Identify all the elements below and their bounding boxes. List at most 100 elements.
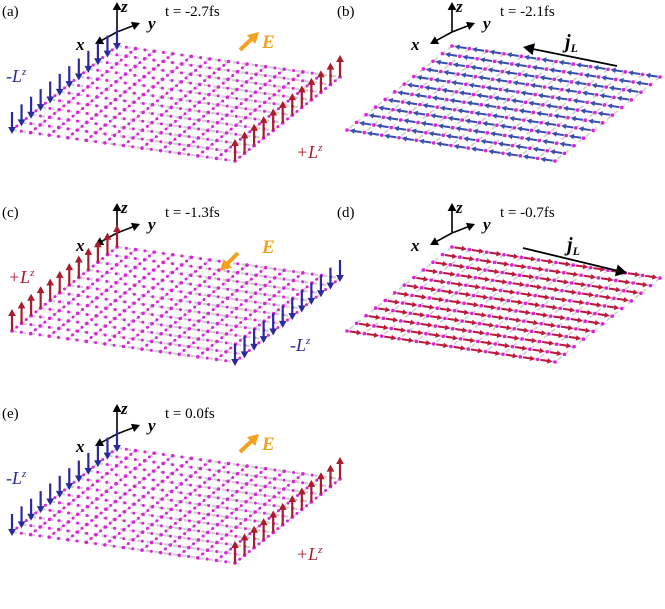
current-bond-arrow: [514, 62, 527, 68]
lattice-site: [38, 123, 42, 127]
lattice-site: [43, 521, 47, 525]
lattice-site: [575, 309, 580, 313]
lattice-site: [577, 291, 582, 295]
lattice-site: [248, 331, 252, 335]
lattice-site: [96, 68, 100, 72]
current-bond-arrow-head: [445, 52, 451, 58]
lz-down-arrow: [46, 81, 55, 104]
lattice-site: [127, 104, 131, 108]
lattice-site: [123, 282, 127, 286]
lz-down-arrow-head: [36, 506, 45, 514]
y-axis-label: y: [481, 14, 491, 33]
current-bond-arrow: [471, 248, 485, 254]
current-bond-arrow-shaft: [616, 297, 625, 301]
current-bond-arrow-shaft: [606, 305, 616, 309]
lattice-site: [150, 514, 154, 518]
current-bond-arrow-shaft: [579, 64, 589, 68]
lattice-site: [170, 252, 175, 257]
lattice-site: [225, 113, 229, 117]
lattice-site: [454, 291, 459, 295]
lattice-site: [140, 128, 145, 133]
lattice-site: [94, 140, 98, 144]
lattice-site: [56, 326, 61, 331]
lattice-site: [244, 89, 248, 93]
current-bond-arrow-shaft: [384, 335, 393, 339]
lattice-site: [90, 117, 94, 121]
lattice-site: [89, 537, 93, 541]
lattice-site: [489, 296, 493, 300]
lattice-site: [467, 247, 472, 252]
current-bond-arrow-shaft: [493, 132, 503, 136]
current-bond-arrow-head: [514, 62, 520, 68]
lattice-site: [160, 278, 165, 283]
current-bond-arrow: [587, 118, 601, 125]
current-bond-arrow: [616, 297, 629, 303]
left-lz-sup: z: [21, 66, 27, 78]
lz-down-arrow: [17, 506, 26, 529]
lattice-site: [94, 314, 99, 318]
current-bond-arrow-head: [391, 334, 397, 341]
lattice-site: [414, 138, 419, 143]
lattice-site: [226, 461, 231, 466]
current-bond-arrow: [542, 138, 555, 145]
current-bond-arrow-shaft: [507, 335, 516, 339]
current-bond-arrow: [436, 342, 449, 349]
current-bond-arrow: [453, 345, 466, 351]
lattice-site: [249, 295, 253, 299]
lattice-site: [161, 452, 165, 456]
lattice-site: [211, 509, 215, 513]
lattice-site: [389, 326, 394, 331]
lattice-site: [631, 80, 635, 84]
current-bond-arrow: [477, 75, 491, 81]
current-bond-arrow-shaft: [448, 53, 458, 57]
lattice-site: [165, 493, 169, 497]
lattice-site: [170, 51, 175, 56]
lattice-site: [198, 484, 202, 489]
current-bond-arrow: [479, 258, 492, 264]
lattice-site: [140, 347, 144, 351]
lattice-site: [235, 97, 239, 101]
lattice-site: [206, 119, 210, 123]
lz-up-arrow-head: [231, 541, 239, 548]
lattice-site: [151, 67, 156, 71]
lattice-site: [212, 71, 216, 75]
lattice-site: [345, 329, 349, 333]
current-bond-arrow-head: [515, 317, 522, 323]
lattice-site: [217, 277, 221, 281]
lattice-site: [86, 76, 90, 80]
current-bond-arrow-shaft: [414, 294, 423, 298]
z-axis-label: z: [120, 399, 128, 418]
current-bond-arrow-shaft: [401, 91, 410, 96]
lattice-site: [38, 525, 42, 529]
lattice-site: [85, 129, 89, 133]
lz-down-arrow-head: [94, 58, 102, 66]
lattice-site: [147, 473, 151, 477]
y-axis-arrow-shaft: [451, 24, 470, 33]
current-bond-arrow: [497, 59, 510, 66]
lattice-site: [173, 539, 177, 543]
lattice-site: [104, 516, 108, 520]
field-indicator: E: [238, 32, 275, 53]
current-bond-arrow: [425, 268, 439, 275]
lattice-site: [131, 529, 135, 533]
current-bond-arrow-head: [547, 85, 553, 91]
lattice-site: [454, 90, 459, 94]
lattice-site: [183, 130, 187, 134]
lattice-site: [81, 89, 85, 93]
current-bond-arrow: [376, 324, 389, 331]
current-bond-arrow-shaft: [399, 109, 408, 113]
current-bond-arrow-shaft: [430, 315, 439, 319]
lattice-site: [205, 146, 210, 150]
lattice-site: [119, 259, 123, 263]
lattice-site: [564, 334, 569, 339]
lattice-site: [440, 252, 445, 257]
current-bond-arrow: [503, 87, 516, 94]
lattice-site: [215, 138, 219, 143]
current-bond-arrow-head: [461, 245, 467, 252]
current-bond-arrow: [458, 90, 472, 96]
current-bond-arrow-head: [575, 62, 582, 68]
y-axis-arrow-head: [130, 423, 140, 433]
current-bond-arrow-head: [470, 64, 476, 71]
lattice-site: [490, 278, 495, 283]
lattice-site: [224, 332, 229, 336]
